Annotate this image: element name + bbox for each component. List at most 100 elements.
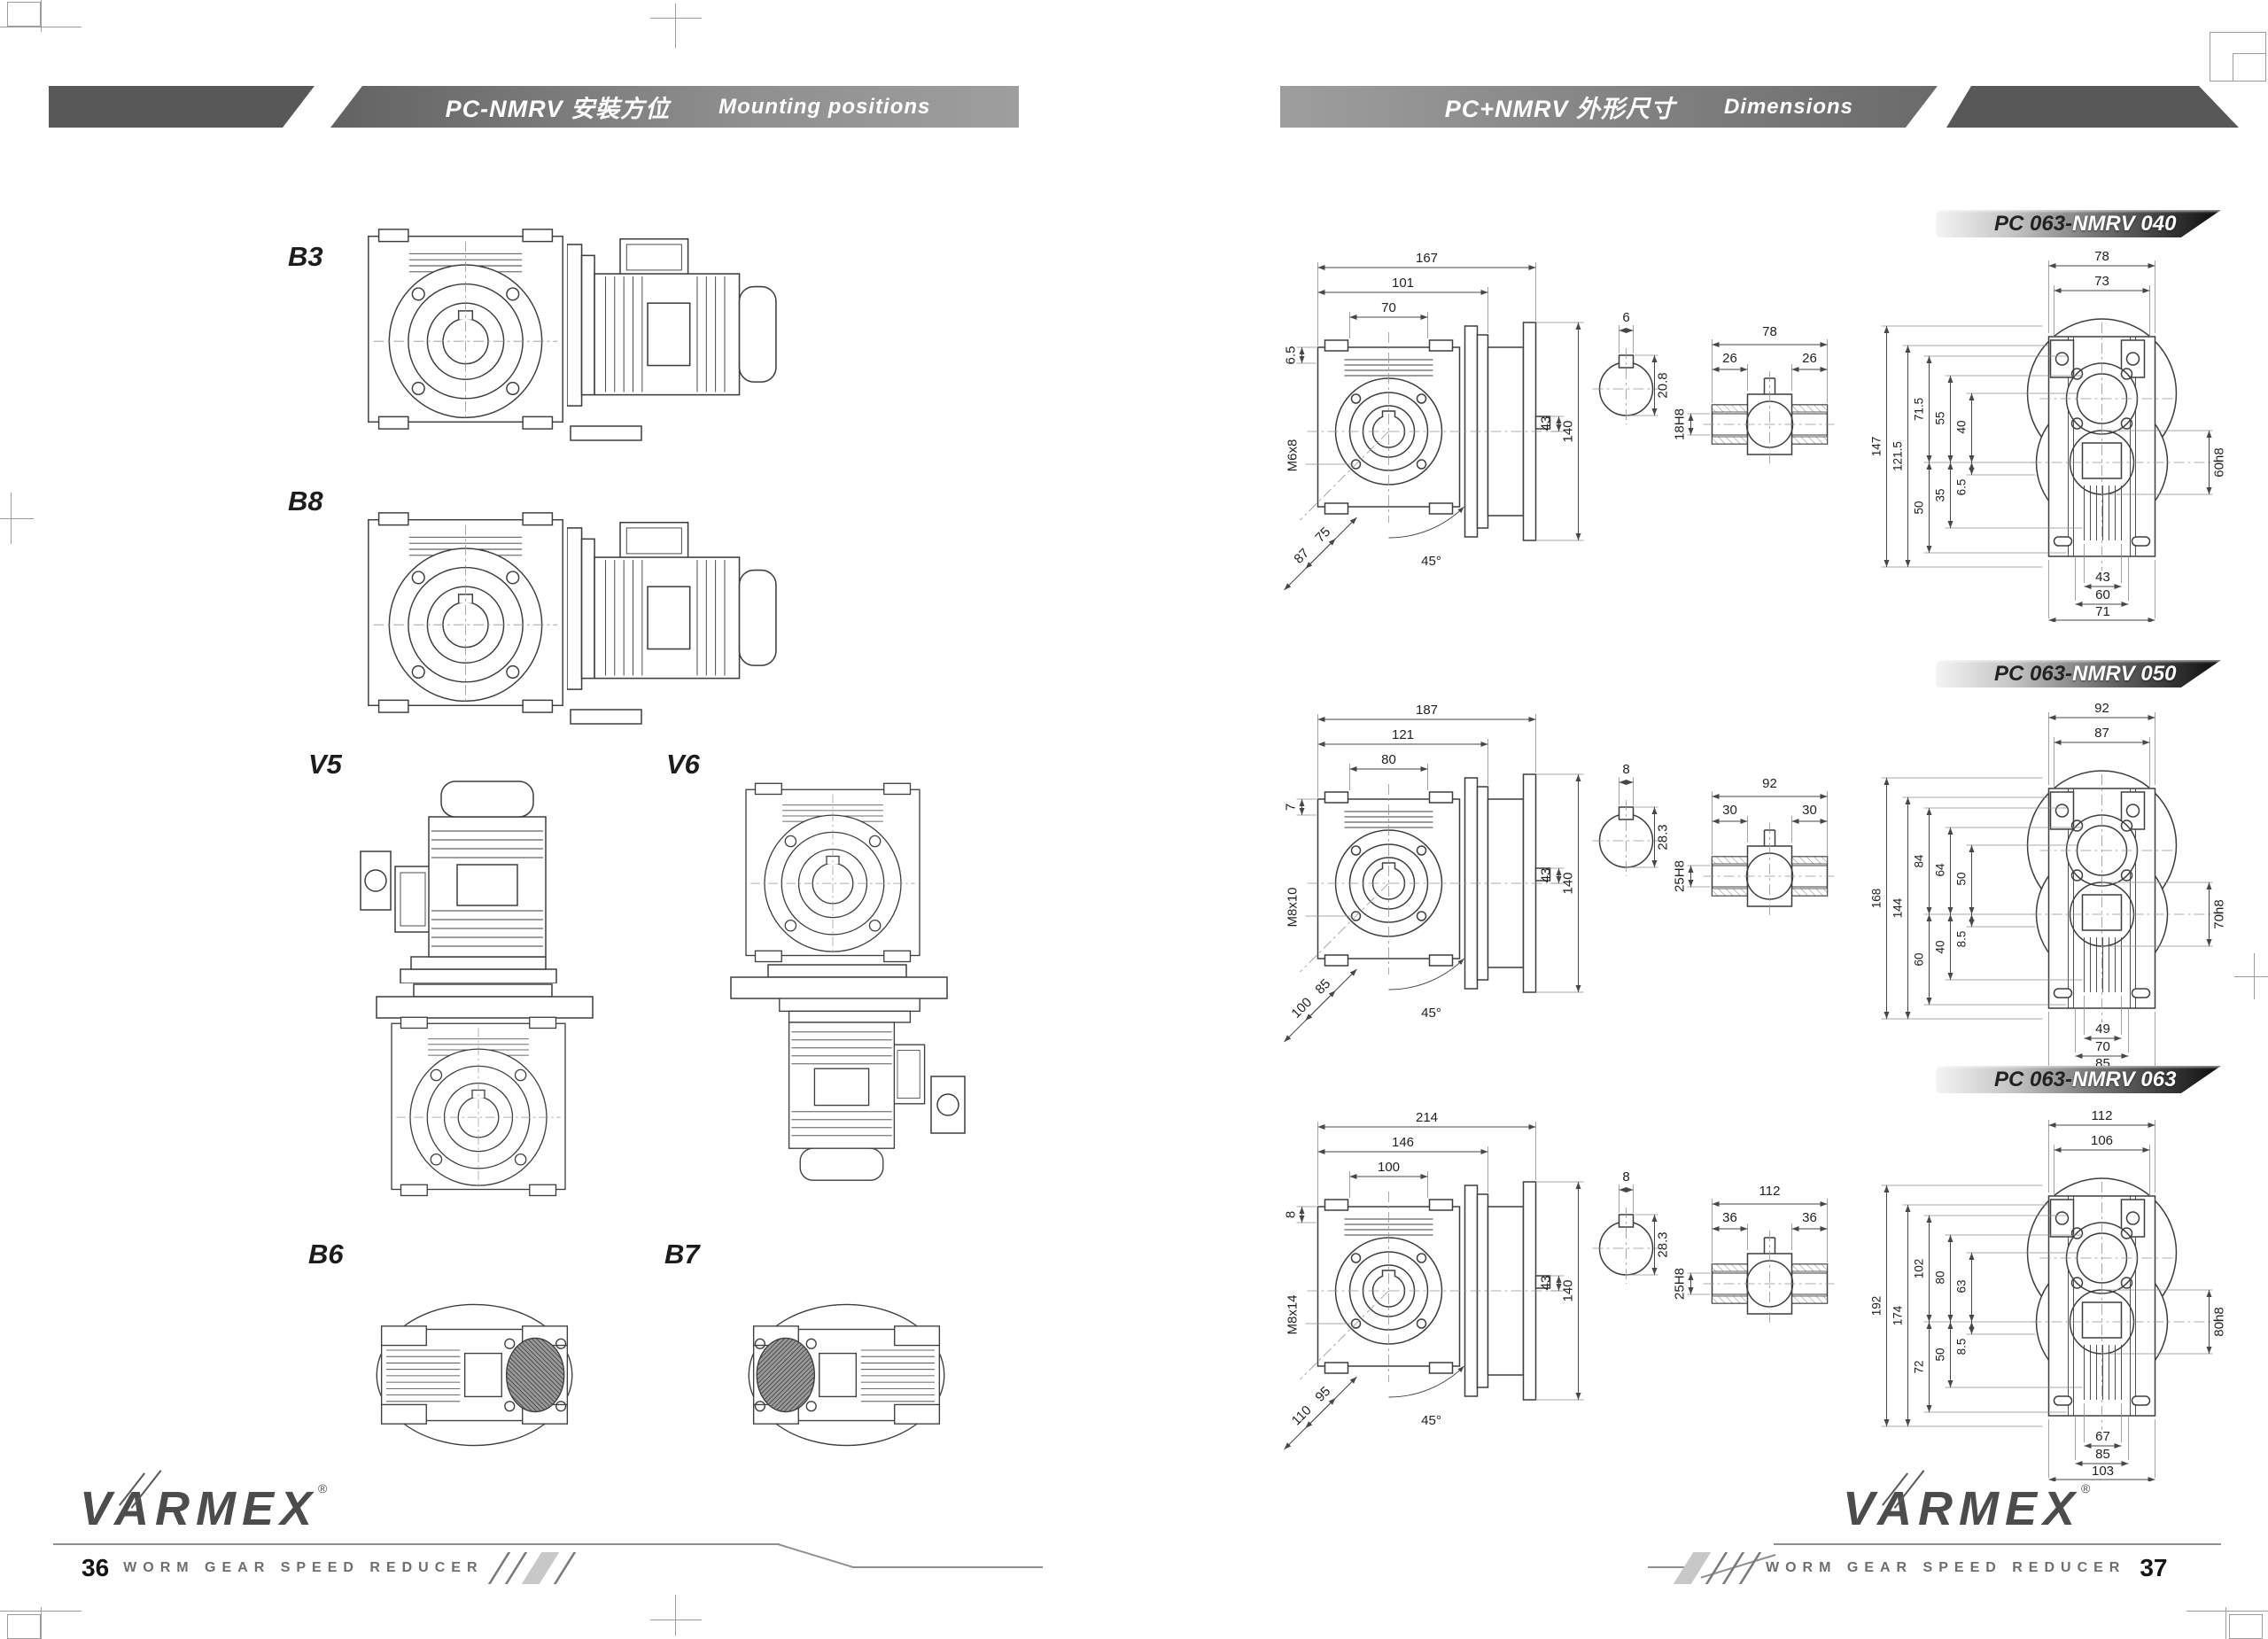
dim-rear-flange-width: 87 xyxy=(2094,726,2109,741)
dim-key-depth: 28.3 xyxy=(1656,1231,1671,1257)
footer-rule-diag xyxy=(777,1543,853,1568)
model-suffix: NMRV 050 xyxy=(2072,661,2177,686)
dim-shaft-end-a: 26 xyxy=(1722,351,1737,366)
dim-b1: 67 xyxy=(2095,1429,2110,1444)
dim-h5: 63 xyxy=(1955,1279,1969,1293)
dim-body-length: 146 xyxy=(1392,1135,1414,1150)
dim-angle: 45° xyxy=(1421,1413,1441,1428)
dim-diag-b: 100 xyxy=(1288,995,1315,1021)
key-detail xyxy=(1593,777,1660,876)
b3-motor xyxy=(567,237,777,407)
crop-mark xyxy=(0,518,34,519)
dim-hub: 80h8 xyxy=(2212,1307,2227,1336)
dim-h2: 121.5 xyxy=(1891,441,1905,471)
footer-tag-row: 36 WORM GEAR SPEED REDUCER xyxy=(82,1552,576,1584)
dim-bore: 18H8 xyxy=(1673,408,1688,440)
registered-mark: ® xyxy=(318,1481,328,1495)
header-right-bar: PC+NMRV 外形尺寸 Dimensions xyxy=(1280,86,1938,128)
dim-hb2: 50 xyxy=(1934,1348,1947,1361)
header-right: PC+NMRV 外形尺寸 Dimensions xyxy=(1280,86,2221,128)
brand-logo: VARMEX® xyxy=(80,1470,328,1536)
crop-mark xyxy=(650,18,702,19)
model-suffix: NMRV 040 xyxy=(2072,211,2177,236)
b8-diagram xyxy=(368,512,777,725)
header-right-block xyxy=(1946,86,2239,128)
dim-hole-span: 70 xyxy=(1381,300,1396,315)
dimension-drawing-nmrv063: 214 146 100 8 M8x14 43 140 95 110 45° 8 … xyxy=(1284,1108,2227,1481)
dim-rear-width: 112 xyxy=(2092,1108,2113,1123)
dim-shaft-length: 92 xyxy=(1762,776,1777,791)
crop-mark xyxy=(41,0,42,32)
dim-top-offset: 6.5 xyxy=(1284,346,1299,365)
footer-tag-row: WORM GEAR SPEED REDUCER 37 xyxy=(1673,1552,2168,1584)
footer-tagline: WORM GEAR SPEED REDUCER xyxy=(123,1560,484,1575)
dim-overall-length: 214 xyxy=(1416,1110,1438,1125)
b3-diagram xyxy=(368,229,777,441)
dim-b2: 85 xyxy=(2095,1447,2110,1462)
crop-mark xyxy=(2225,1607,2226,1639)
v5-motor xyxy=(394,781,557,983)
dim-top-offset: 8 xyxy=(1284,1211,1299,1218)
mounting-label-v6: V6 xyxy=(666,749,700,780)
dim-screw: M8x14 xyxy=(1285,1294,1301,1334)
dim-43: 43 xyxy=(1539,868,1554,883)
dim-angle: 45° xyxy=(1421,1006,1441,1021)
page-title: PC+NMRV 外形尺寸 xyxy=(1444,96,1675,122)
dim-rear-flange-width: 106 xyxy=(2091,1133,2113,1148)
b7-diagram xyxy=(748,1303,945,1447)
dim-rear-flange-width: 73 xyxy=(2094,274,2109,289)
model-prefix: PC 063- xyxy=(1994,661,2073,686)
dim-hub: 60h8 xyxy=(2212,447,2227,477)
dim-hb3: 6.5 xyxy=(1955,479,1969,496)
dim-diag-b: 87 xyxy=(1291,546,1312,567)
header-left: PC-NMRV 安裝方位 Mounting positions xyxy=(49,86,1019,128)
b7-gearbox xyxy=(748,1303,945,1447)
v6-motor xyxy=(779,998,926,1181)
dim-b1: 49 xyxy=(2095,1021,2110,1037)
crop-mark xyxy=(11,493,12,544)
dim-top-offset: 7 xyxy=(1284,804,1299,811)
dim-bore: 25H8 xyxy=(1673,860,1688,892)
crop-mark xyxy=(675,1595,676,1635)
dim-h3: 102 xyxy=(1913,1259,1926,1279)
dim-body-length: 101 xyxy=(1392,276,1414,291)
dim-hb1: 72 xyxy=(1913,1360,1926,1373)
b8-motor xyxy=(567,521,777,690)
b3-gearbox xyxy=(368,229,563,430)
crop-mark xyxy=(41,1607,42,1639)
footer-rule xyxy=(1648,1566,1699,1568)
dim-h5: 40 xyxy=(1955,420,1969,433)
dim-overall-length: 187 xyxy=(1416,703,1438,718)
dim-key-width: 6 xyxy=(1622,310,1629,325)
dim-43: 43 xyxy=(1539,1276,1554,1291)
b6-diagram xyxy=(376,1303,573,1447)
dim-angle: 45° xyxy=(1421,554,1441,569)
crop-mark xyxy=(7,2,41,27)
footer-rule xyxy=(852,1566,1043,1568)
dim-hb1: 50 xyxy=(1913,501,1926,514)
crop-mark xyxy=(2233,53,2266,82)
dim-hb2: 40 xyxy=(1934,940,1947,953)
dim-h4: 80 xyxy=(1934,1270,1947,1284)
footer-right: VARMEX® WORM GEAR SPEED REDUCER 37 xyxy=(1648,1470,2233,1596)
registered-mark: ® xyxy=(2081,1481,2091,1495)
dim-h-total: 147 xyxy=(1870,437,1884,457)
rear-view xyxy=(1882,712,2224,1072)
footer-rule xyxy=(1774,1543,2221,1545)
footer-tagline: WORM GEAR SPEED REDUCER xyxy=(1766,1560,2126,1575)
dim-screw: M8x10 xyxy=(1285,887,1301,927)
dim-140: 140 xyxy=(1561,420,1576,442)
dim-diag-a: 85 xyxy=(1312,976,1333,998)
page-number: 36 xyxy=(82,1554,110,1581)
model-banner-nmrv063: PC 063-NMRV 063 xyxy=(1936,1066,2221,1093)
page-subtitle: Mounting positions xyxy=(718,94,931,119)
page-title: PC-NMRV 安裝方位 xyxy=(445,96,671,122)
brand-logo: VARMEX® xyxy=(1843,1470,2091,1536)
dim-b2: 60 xyxy=(2095,587,2110,602)
model-prefix: PC 063- xyxy=(1994,1067,2073,1091)
brand-name: VARMEX xyxy=(1843,1482,2082,1535)
dim-shaft-end-a: 30 xyxy=(1722,803,1737,818)
slash-decor xyxy=(1673,1552,1712,1584)
dim-hole-span: 100 xyxy=(1378,1160,1400,1175)
